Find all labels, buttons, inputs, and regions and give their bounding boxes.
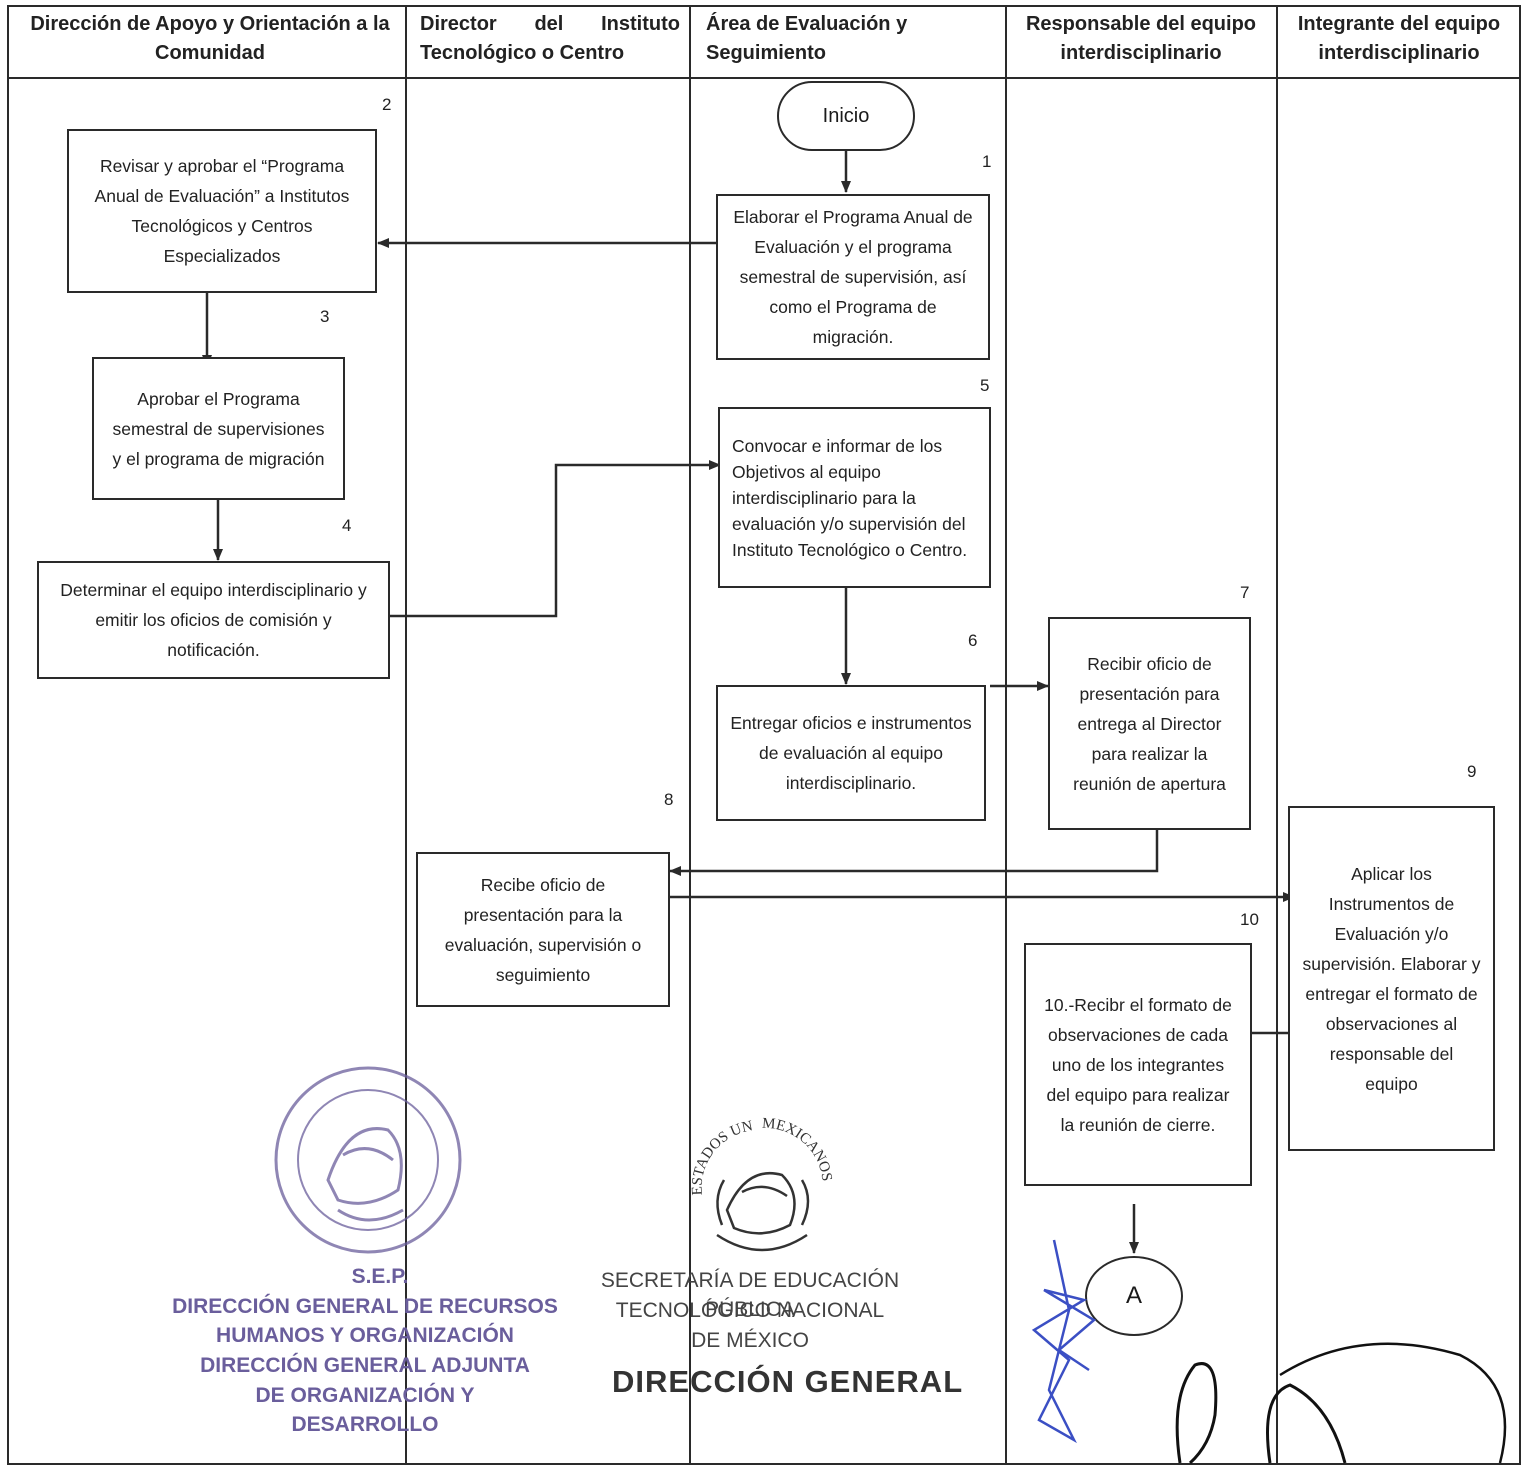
step-2-box: Revisar y aprobar el “Programa Anual de … (67, 129, 377, 293)
seal-line-mexico: DE MÉXICO (691, 1329, 809, 1352)
lane-header-responsable: Responsable del equipo interdisciplinari… (1025, 13, 1257, 64)
seal-line-tecnm: TECNOLÓGICO NACIONAL (615, 1299, 885, 1322)
lane-header-integrante: Integrante del equipo interdisciplinario (1297, 13, 1501, 64)
step-5-number: 5 (980, 376, 990, 395)
step-3-number: 3 (320, 307, 330, 326)
step-3-box: Aprobar el Programa semestral de supervi… (92, 357, 345, 500)
arrow-4-to-5 (390, 460, 721, 618)
step-7-box: Recibir oficio de presentación para entr… (1048, 617, 1251, 830)
step-10-box: 10.-Recibr el formato de observaciones d… (1024, 943, 1252, 1186)
step-9-number: 9 (1467, 762, 1477, 781)
signature-blue-icon (1031, 1239, 1097, 1444)
step-6-box: Entregar oficios e instrumentos de evalu… (716, 685, 986, 821)
lane-header-director: Director del Instituto Tecnológico o Cen… (420, 13, 680, 64)
step-8-box: Recibe oficio de presentación para la ev… (416, 852, 670, 1007)
seal-title: DIRECCIÓN GENERAL (612, 1364, 964, 1399)
step-1-box: Elaborar el Programa Anual de Evaluación… (716, 194, 990, 360)
step-9-box: Aplicar los Instrumentos de Evaluación y… (1288, 806, 1495, 1151)
step-4-box: Determinar el equipo interdisciplinario … (37, 561, 390, 679)
stamp-line-sep: S.E.P. (351, 1265, 409, 1288)
stamp-line-organizacion: DE ORGANIZACIÓN Y DESARROLLO (255, 1384, 475, 1436)
seal-line-sep: SECRETARÍA DE EDUCACIÓN PÚBLICA (600, 1269, 900, 1321)
step-4-number: 4 (342, 516, 352, 535)
mexico-seal-icon: ESTADOS UN MEXICANOS (689, 1116, 835, 1252)
step-6-number: 6 (968, 631, 978, 650)
step-1-number: 1 (982, 152, 992, 171)
sep-stamp-seal-icon (274, 1066, 462, 1254)
connector-a: A (1085, 1256, 1183, 1336)
arrow-7-to-8 (669, 830, 1159, 876)
lane-header-dac: Dirección de Apoyo y Orientación a la Co… (30, 13, 390, 64)
stamp-line-dg-adjunta: DIRECCIÓN GENERAL ADJUNTA (200, 1354, 530, 1377)
step-10-number: 10 (1240, 910, 1259, 929)
step-2-number: 2 (382, 95, 392, 114)
signature-black-icon (1175, 1342, 1507, 1465)
step-7-number: 7 (1240, 583, 1250, 602)
step-8-number: 8 (664, 790, 674, 809)
step-5-box: Convocar e informar de los Objetivos al … (718, 407, 991, 588)
start-terminator: Inicio (777, 81, 915, 151)
stamp-line-dg-recursos: DIRECCIÓN GENERAL DE RECURSOS (172, 1295, 558, 1318)
lane-header-evaluacion: Área de Evaluación y Seguimiento (706, 13, 908, 64)
stamp-line-humanos: HUMANOS Y ORGANIZACIÓN (216, 1324, 514, 1347)
